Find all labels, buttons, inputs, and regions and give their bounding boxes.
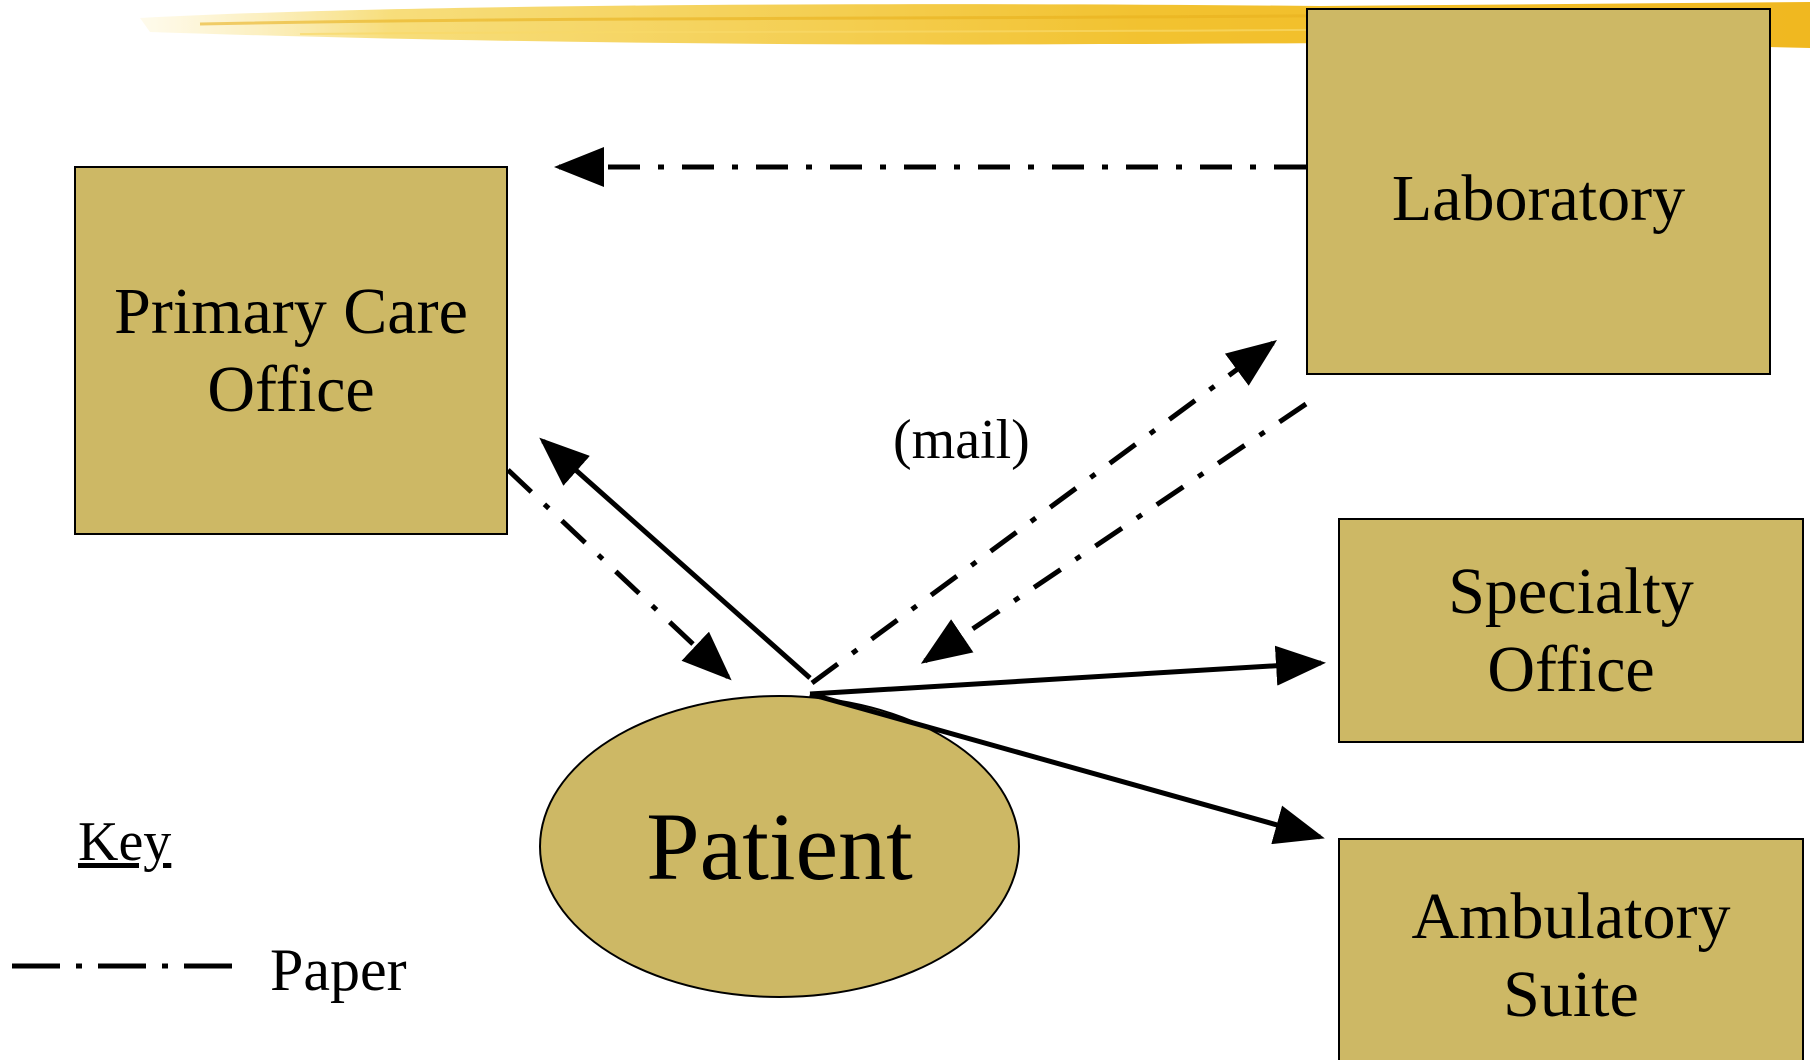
- arrow-primary-to-patient-paper: [506, 468, 732, 681]
- laboratory-box: Laboratory: [1306, 8, 1771, 375]
- arrow-patient-to-primary: [539, 437, 812, 680]
- primary-care-office-label-line2: Office: [207, 352, 375, 426]
- primary-care-office-box: Primary Care Office: [74, 166, 508, 535]
- arrow-patient-to-lab-paper: [810, 340, 1278, 686]
- ambulatory-suite-box: Ambulatory Suite: [1338, 838, 1804, 1060]
- specialty-office-label-line2: Office: [1487, 632, 1655, 706]
- patient-ellipse: Patient: [539, 695, 1020, 998]
- arrow-patient-to-specialty: [809, 645, 1326, 697]
- ambulatory-suite-label-line1: Ambulatory: [1411, 880, 1731, 953]
- arrow-patient-to-ambulatory: [809, 691, 1325, 845]
- arrow-lab-to-patient-paper: [920, 401, 1308, 664]
- primary-care-office-label-line1: Primary Care: [114, 274, 468, 348]
- key-title: Key: [78, 811, 172, 873]
- mail-edge-label: (mail): [893, 409, 1030, 471]
- key-paper-label: Paper: [270, 937, 407, 1003]
- specialty-office-box: Specialty Office: [1338, 518, 1804, 743]
- patient-label: Patient: [646, 792, 913, 900]
- laboratory-label: Laboratory: [1391, 162, 1686, 235]
- ambulatory-suite-label-line2: Suite: [1503, 957, 1639, 1031]
- specialty-office-label-line1: Specialty: [1448, 554, 1694, 628]
